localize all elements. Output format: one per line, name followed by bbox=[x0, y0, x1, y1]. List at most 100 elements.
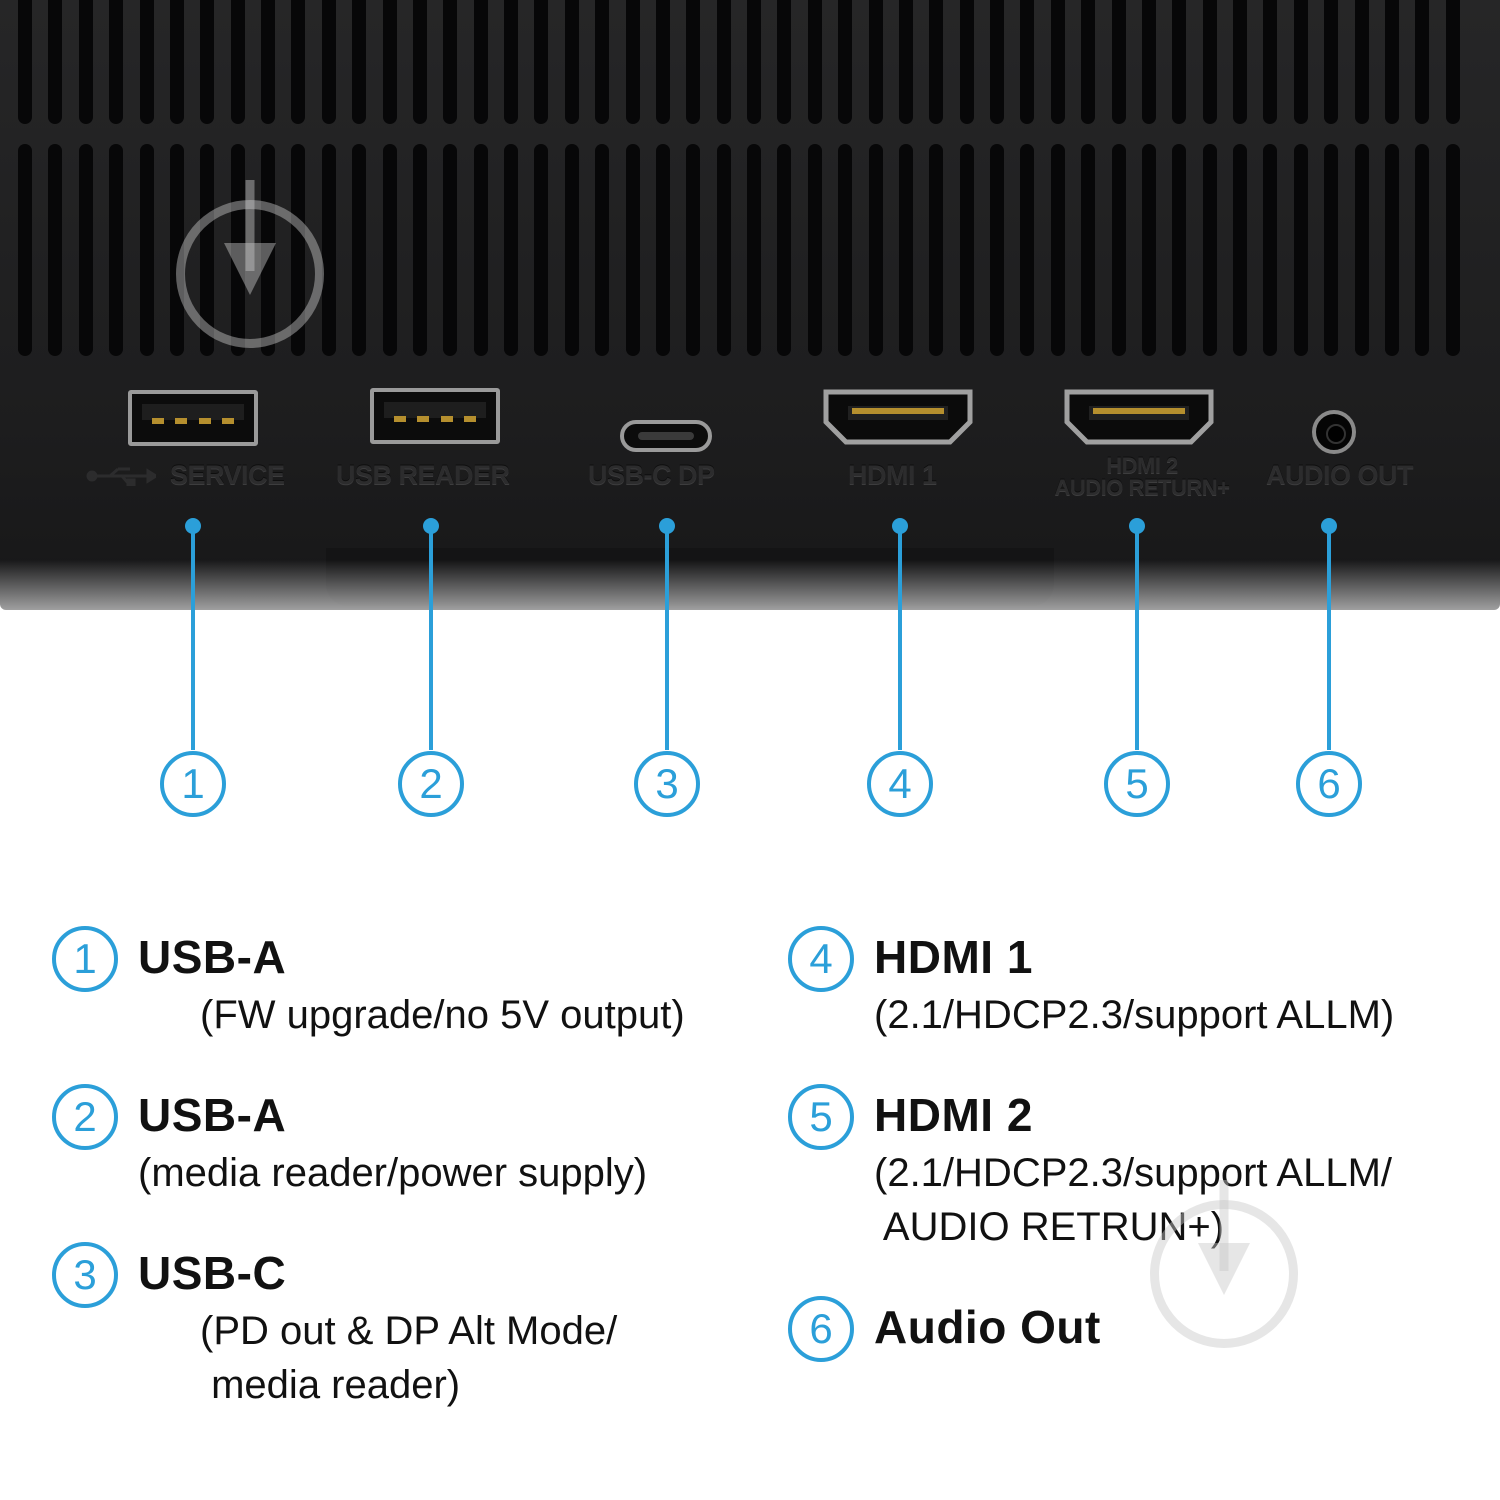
legend-number: 1 bbox=[52, 926, 118, 992]
vent-slot bbox=[412, 0, 427, 124]
vent-slot bbox=[564, 0, 579, 124]
vent-slot bbox=[1263, 144, 1278, 356]
vent-slot bbox=[868, 144, 883, 356]
vent-slot bbox=[321, 144, 336, 356]
usb-a-service-port bbox=[128, 390, 258, 446]
vent-slot bbox=[1233, 144, 1247, 356]
vent-slot bbox=[1293, 144, 1308, 356]
vent-slot bbox=[1384, 0, 1399, 124]
vent-slot bbox=[1111, 0, 1126, 124]
vent-slot bbox=[716, 0, 731, 124]
vent-slot bbox=[1050, 144, 1065, 356]
vent-slot bbox=[595, 0, 610, 124]
vent-slot bbox=[1324, 0, 1339, 124]
usb-c-dp-port bbox=[620, 420, 712, 452]
usb-icon bbox=[86, 467, 156, 486]
watermark-download-icon bbox=[176, 200, 324, 348]
vent-slot bbox=[412, 144, 427, 356]
legend-desc: (PD out & DP Alt Mode/ media reader) bbox=[200, 1309, 618, 1407]
vent-slot bbox=[1172, 144, 1187, 356]
vent-slot bbox=[473, 0, 488, 124]
callout-leader-line bbox=[665, 526, 669, 750]
usb-reader-label: USB READER bbox=[336, 460, 510, 490]
vent-slot bbox=[1233, 0, 1247, 124]
vent-slot bbox=[473, 144, 488, 356]
photo-fade bbox=[0, 560, 1500, 660]
vent-slot bbox=[1111, 144, 1126, 356]
callout-dot bbox=[423, 518, 439, 534]
legend-title: USB-A bbox=[138, 1089, 287, 1141]
legend-number: 4 bbox=[788, 926, 854, 992]
vent-slot bbox=[898, 0, 913, 124]
vent-slot bbox=[504, 0, 518, 124]
vent-slot bbox=[1081, 144, 1096, 356]
vent-slot bbox=[352, 144, 367, 356]
vent-slot bbox=[1293, 0, 1308, 124]
vent-slot bbox=[564, 144, 579, 356]
vent-slot bbox=[625, 144, 640, 356]
callout-dot bbox=[892, 518, 908, 534]
vent-slot bbox=[48, 144, 63, 356]
vent-slot bbox=[169, 0, 184, 124]
hdmi1-label: HDMI 1 bbox=[848, 460, 937, 490]
vent-slot bbox=[504, 144, 518, 356]
vent-slot bbox=[352, 0, 367, 124]
vent-slot bbox=[443, 144, 458, 356]
vent-slot bbox=[139, 0, 154, 124]
vent-slot bbox=[382, 0, 397, 124]
callout-dot bbox=[1129, 518, 1145, 534]
legend-title: USB-A bbox=[138, 931, 287, 983]
vent-slot bbox=[1263, 0, 1278, 124]
legend-number: 3 bbox=[52, 1242, 118, 1308]
vent-slot bbox=[382, 144, 397, 356]
vent-slot bbox=[1384, 144, 1399, 356]
watermark-download-icon bbox=[1150, 1200, 1298, 1348]
legend-number: 6 bbox=[788, 1296, 854, 1362]
vent-slot bbox=[807, 0, 822, 124]
vent-slot bbox=[1324, 144, 1339, 356]
vent-slot bbox=[1445, 144, 1460, 356]
vent-slot bbox=[838, 144, 853, 356]
legend-number: 2 bbox=[52, 1084, 118, 1150]
vent-slot bbox=[777, 0, 792, 124]
usb-a-reader-port bbox=[370, 388, 500, 444]
vent-slot bbox=[109, 0, 124, 124]
vent-slot bbox=[1415, 0, 1430, 124]
legend-title: HDMI 1 bbox=[874, 931, 1033, 983]
legend-desc: (FW upgrade/no 5V output) bbox=[200, 993, 685, 1037]
vent-slot bbox=[1415, 144, 1430, 356]
callout-number: 4 bbox=[867, 751, 933, 817]
vent-slot bbox=[868, 0, 883, 124]
vent-slot bbox=[777, 144, 792, 356]
service-label: SERVICE bbox=[170, 460, 285, 490]
vent-slot bbox=[78, 0, 93, 124]
vent-slot bbox=[807, 144, 822, 356]
vent-slot bbox=[929, 144, 944, 356]
vent-slot bbox=[686, 0, 701, 124]
callout-dot bbox=[659, 518, 675, 534]
vent-slot bbox=[443, 0, 458, 124]
vent-slot bbox=[48, 0, 63, 124]
vent-slot bbox=[1020, 144, 1035, 356]
callout-dot bbox=[1321, 518, 1337, 534]
vent-slot bbox=[18, 144, 32, 356]
vent-slot bbox=[959, 0, 974, 124]
callout-number: 2 bbox=[398, 751, 464, 817]
callout-dot bbox=[185, 518, 201, 534]
vent-slot bbox=[655, 0, 670, 124]
legend-number: 5 bbox=[788, 1084, 854, 1150]
hdmi2-label: HDMI 2 AUDIO RETURN+ bbox=[1054, 453, 1230, 500]
vent-slot bbox=[747, 0, 761, 124]
vent-slot bbox=[1202, 144, 1217, 356]
callout-number: 1 bbox=[160, 751, 226, 817]
vent-slot bbox=[1141, 144, 1156, 356]
vent-slot bbox=[78, 144, 93, 356]
vent-slot bbox=[595, 144, 610, 356]
vent-slot bbox=[534, 144, 549, 356]
callout-number: 6 bbox=[1296, 751, 1362, 817]
callout-leader-line bbox=[191, 526, 195, 750]
hdmi-1-port bbox=[822, 388, 974, 446]
vent-slot bbox=[959, 144, 974, 356]
legend-title: HDMI 2 bbox=[874, 1089, 1033, 1141]
audio-out-jack bbox=[1312, 410, 1356, 454]
